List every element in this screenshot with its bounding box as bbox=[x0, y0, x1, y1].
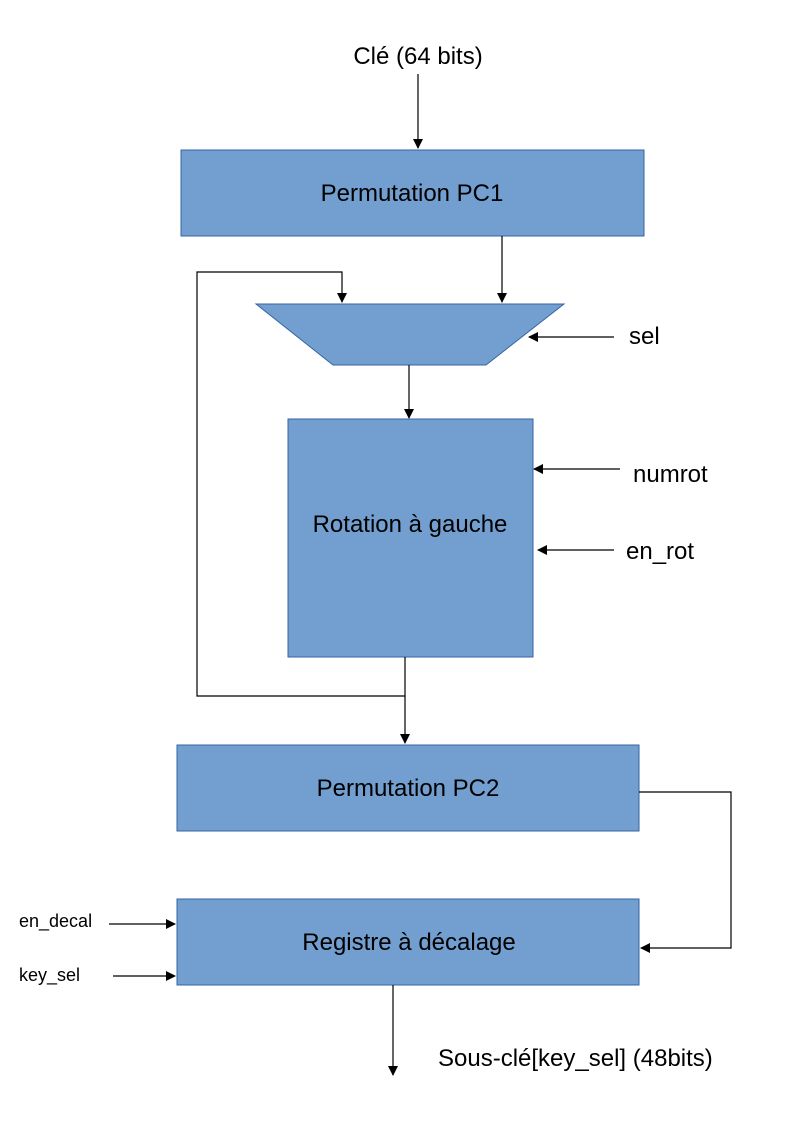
pc1-label: Permutation PC1 bbox=[321, 180, 504, 207]
key-input-label: Clé (64 bits) bbox=[353, 43, 482, 70]
en-rot-label: en_rot bbox=[626, 538, 694, 565]
key-sel-label: key_sel bbox=[19, 965, 80, 986]
subkey-output-label: Sous-clé[key_sel] (48bits) bbox=[438, 1045, 713, 1072]
numrot-label: numrot bbox=[633, 461, 708, 488]
rotation-block: Rotation à gauche bbox=[287, 418, 534, 658]
rotation-label: Rotation à gauche bbox=[313, 511, 508, 538]
feedback-loop-arrow bbox=[196, 271, 406, 697]
shift-register-block: Registre à décalage bbox=[176, 898, 640, 986]
pc1-block: Permutation PC1 bbox=[180, 149, 645, 237]
register-label: Registre à décalage bbox=[302, 929, 515, 956]
en-decal-label: en_decal bbox=[19, 911, 92, 932]
pc2-block: Permutation PC2 bbox=[176, 744, 640, 832]
pc2-to-register-arrow bbox=[639, 791, 732, 953]
sel-label: sel bbox=[629, 323, 660, 350]
mux-block bbox=[254, 303, 566, 366]
pc2-label: Permutation PC2 bbox=[317, 775, 500, 802]
